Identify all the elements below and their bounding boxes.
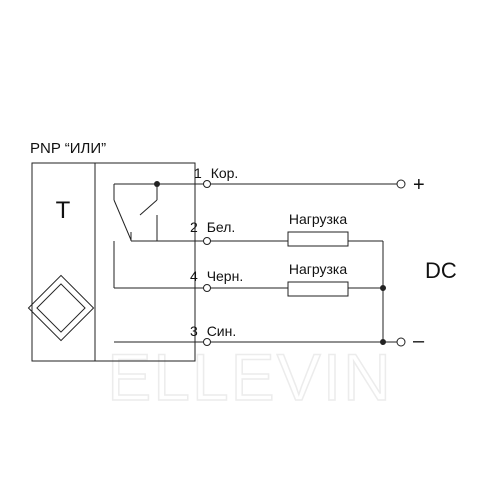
plus-terminal — [396, 179, 406, 189]
internal-circuit — [113, 181, 204, 289]
supply-type: DC — [425, 258, 457, 283]
diagram-title: PNP “ИЛИ” — [30, 140, 106, 157]
watermark: ELLEVIN — [107, 340, 392, 414]
wire-2 — [203, 231, 384, 342]
wire-label-1: 1 Кор. — [194, 165, 238, 181]
load-label-2: Нагрузка — [289, 261, 347, 277]
wire-number-3: 3 — [190, 323, 198, 339]
load-label-1: Нагрузка — [289, 211, 347, 227]
wire-4 — [203, 281, 386, 297]
wire-number-1: 1 — [194, 165, 202, 181]
sensor-label: T — [56, 197, 71, 224]
wire-label-3: 3 Син. — [190, 323, 236, 339]
wire-name-1: Кор. — [211, 165, 239, 181]
load-resistor-2 — [287, 281, 349, 297]
minus-sign: – — [413, 330, 425, 352]
wire-number-2: 2 — [190, 219, 198, 235]
load-resistor-1 — [287, 231, 349, 247]
wire-name-2: Бел. — [207, 219, 236, 235]
wire-name-4: Черн. — [207, 268, 244, 284]
plus-sign: + — [413, 174, 425, 196]
wire-3 — [114, 337, 406, 347]
wire-name-3: Син. — [207, 323, 237, 339]
wire-label-2: 2 Бел. — [190, 219, 235, 235]
wire-number-4: 4 — [190, 268, 198, 284]
sensor-face-icon — [27, 274, 95, 342]
sensor-body — [31, 162, 196, 362]
minus-terminal — [396, 337, 406, 347]
wire-label-4: 4 Черн. — [190, 268, 243, 284]
wire-1 — [203, 179, 406, 189]
